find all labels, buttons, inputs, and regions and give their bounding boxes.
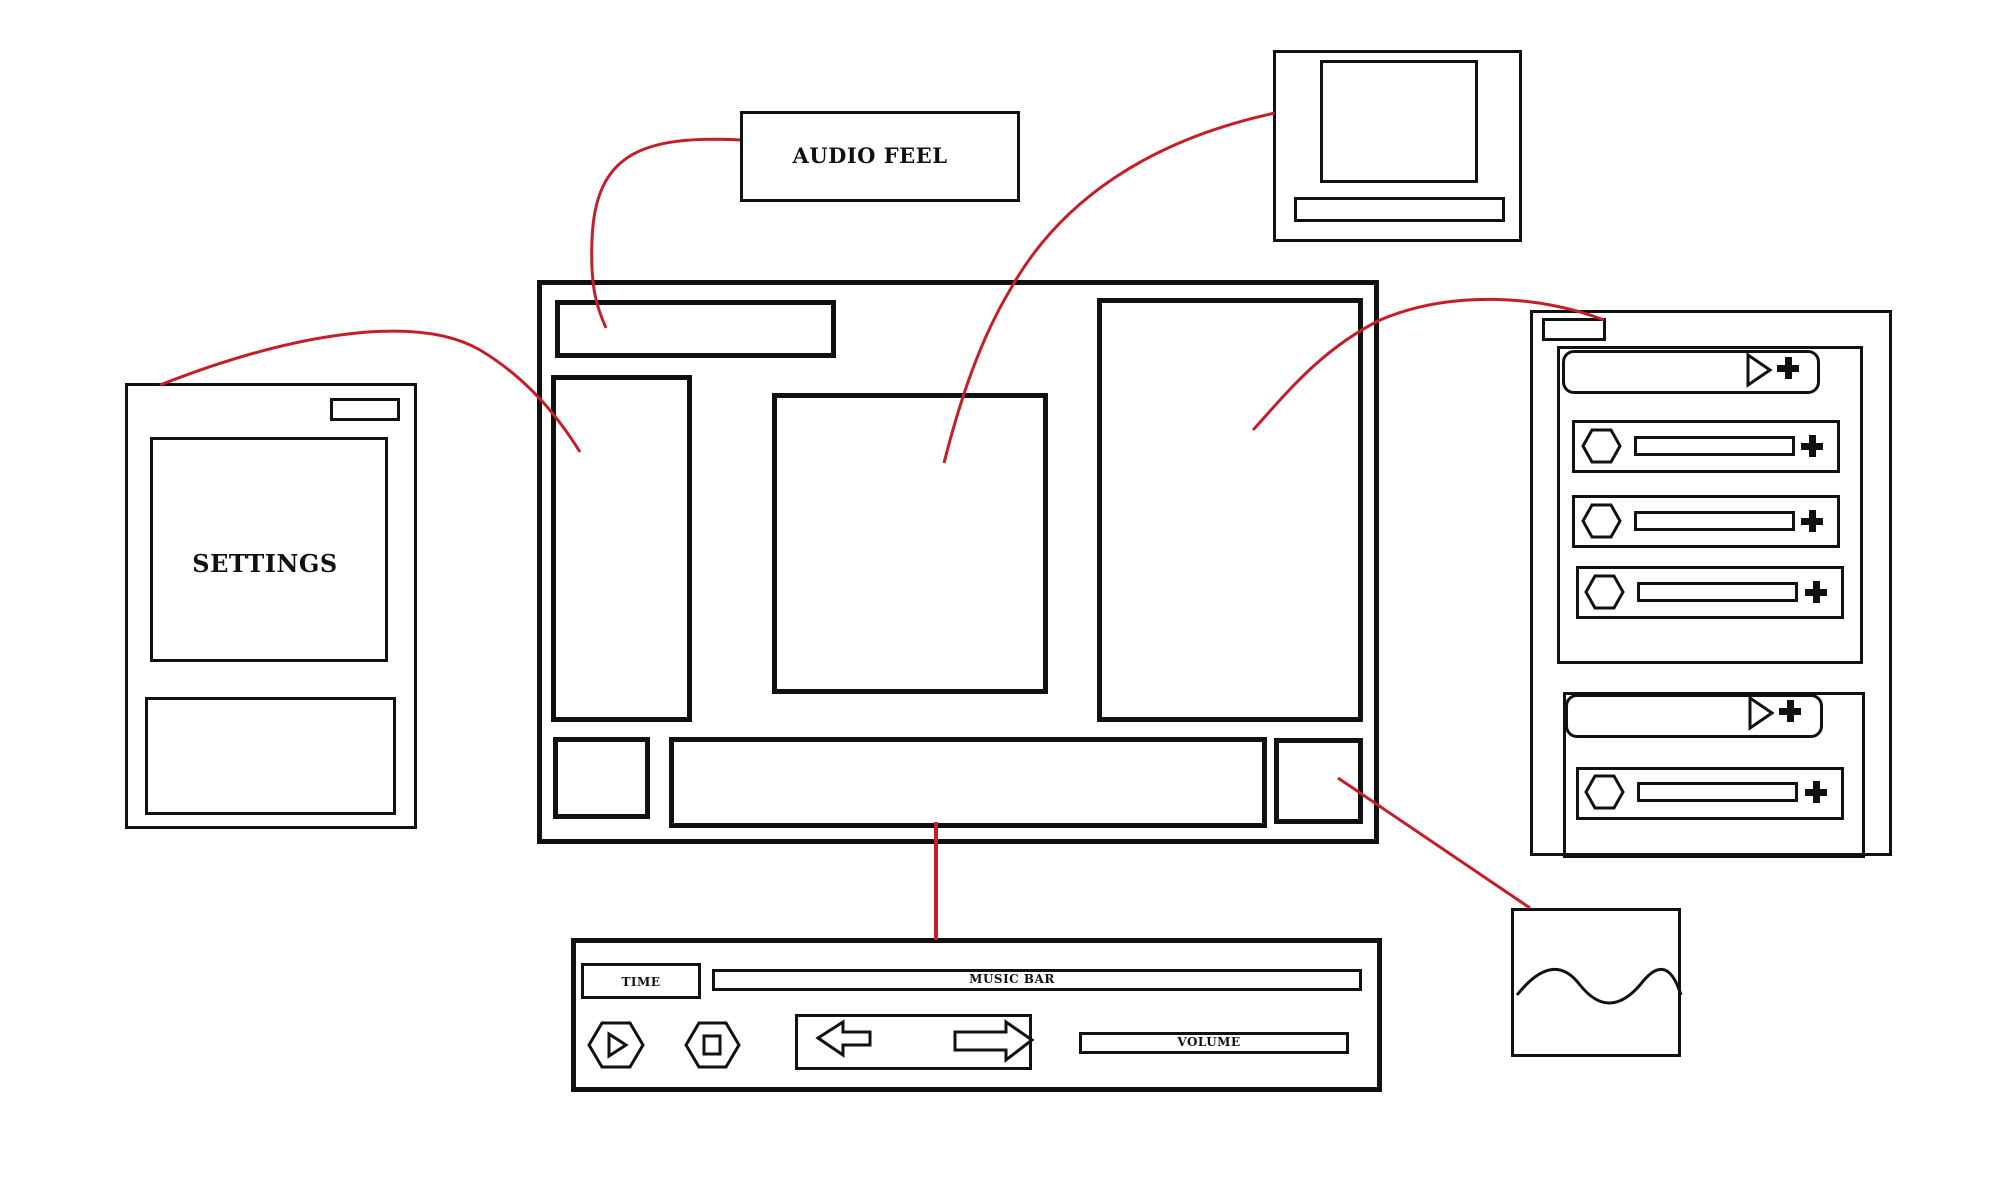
audio-feel-label: AUDIO FEEL xyxy=(792,143,948,168)
play-icon xyxy=(607,1031,629,1059)
plus-icon xyxy=(1779,700,1801,722)
playlist-track-2[interactable] xyxy=(1572,495,1840,548)
connector-settings xyxy=(159,329,582,453)
sine-wave-icon xyxy=(1515,967,1683,1005)
track-3-slider[interactable] xyxy=(1637,582,1798,602)
main-bottom-right-box[interactable] xyxy=(1274,738,1363,824)
settings-label: SETTINGS xyxy=(192,549,338,578)
arrow-right-icon xyxy=(953,1019,1035,1064)
preview-caption-bar xyxy=(1294,197,1505,222)
plus-icon xyxy=(1805,781,1827,803)
track-1-slider[interactable] xyxy=(1634,436,1795,456)
settings-close-button[interactable] xyxy=(330,398,400,421)
connector-preview xyxy=(942,111,1276,464)
hexagon-icon xyxy=(1584,774,1625,810)
track-4-slider[interactable] xyxy=(1637,782,1798,802)
music-bar-label: MUSIC BAR xyxy=(969,972,1055,986)
playlist-tab-button[interactable] xyxy=(1542,318,1606,341)
playlist-track-4[interactable] xyxy=(1576,767,1844,820)
playlist-track-3[interactable] xyxy=(1576,566,1844,619)
stop-button-hex xyxy=(684,1021,741,1069)
stop-icon xyxy=(702,1034,722,1056)
main-left-panel[interactable] xyxy=(551,375,692,722)
plus-icon xyxy=(1805,581,1827,603)
music-bar[interactable] xyxy=(712,969,1362,991)
preview-window xyxy=(1273,50,1522,242)
settings-bottom-panel[interactable] xyxy=(145,697,396,815)
main-right-panel[interactable] xyxy=(1097,298,1363,722)
connector-audio-feel xyxy=(590,137,741,329)
waveform-box xyxy=(1511,908,1681,1057)
main-bottom-left-box[interactable] xyxy=(553,737,650,819)
playlist-group-1 xyxy=(1557,346,1863,664)
connector-lines xyxy=(159,111,1605,940)
play-icon xyxy=(1748,695,1775,731)
time-label: TIME xyxy=(621,975,661,989)
settings-window xyxy=(125,383,417,829)
player-bar xyxy=(571,938,1382,1092)
plus-icon xyxy=(1777,357,1799,379)
playlist-group-1-header[interactable] xyxy=(1562,350,1820,394)
main-bottom-bar[interactable] xyxy=(669,737,1267,828)
track-2-slider[interactable] xyxy=(1634,511,1795,531)
volume-bar[interactable] xyxy=(1079,1032,1349,1054)
play-icon xyxy=(1746,352,1773,388)
play-button-hex xyxy=(587,1021,645,1069)
settings-main-panel[interactable] xyxy=(150,437,388,662)
hexagon-icon xyxy=(1584,574,1625,610)
playlist-window xyxy=(1530,310,1892,856)
time-display xyxy=(581,963,701,999)
main-window xyxy=(537,280,1379,844)
hexagon-icon xyxy=(1581,503,1622,539)
hexagon-icon xyxy=(1581,428,1622,464)
arrow-left-icon xyxy=(815,1019,872,1058)
plus-icon xyxy=(1801,510,1823,532)
preview-screen xyxy=(1320,60,1478,183)
playlist-group-2-header[interactable] xyxy=(1565,694,1823,738)
playlist-track-1[interactable] xyxy=(1572,420,1840,473)
plus-icon xyxy=(1801,435,1823,457)
main-center-panel[interactable] xyxy=(772,393,1048,694)
audio-feel-box xyxy=(740,111,1020,202)
playlist-group-2 xyxy=(1563,692,1865,858)
connector-playlist xyxy=(1251,297,1605,432)
connector-waveform xyxy=(1337,776,1531,910)
volume-label: VOLUME xyxy=(1177,1035,1241,1049)
main-title-bar[interactable] xyxy=(555,300,836,358)
